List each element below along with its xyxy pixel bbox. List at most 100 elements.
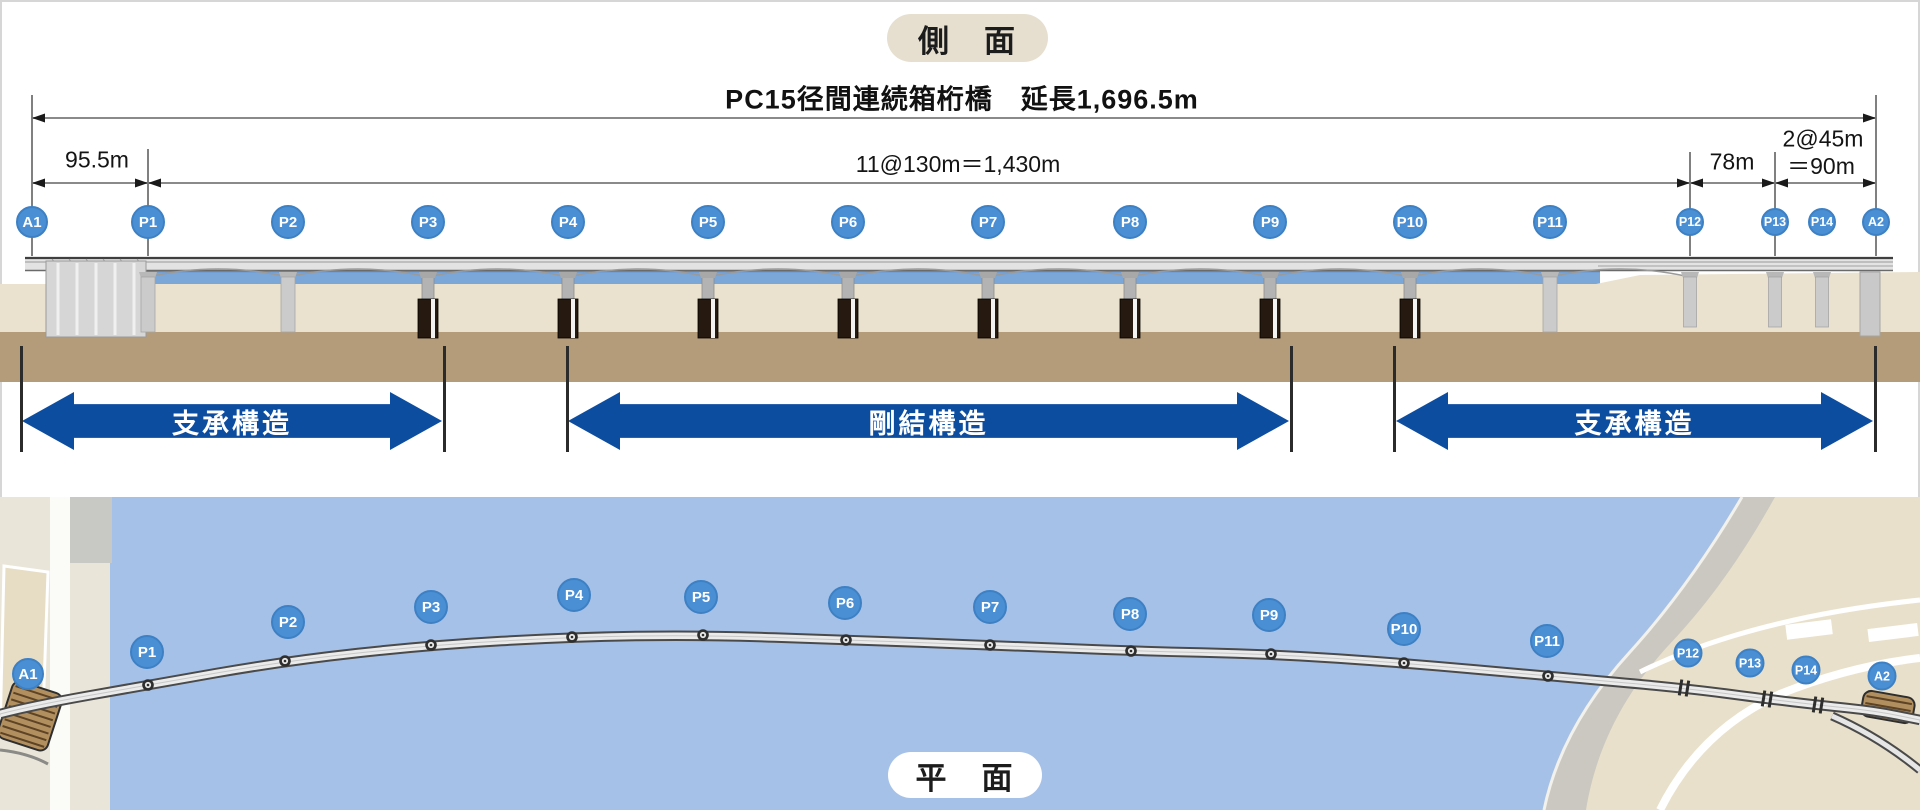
side-pier-label-P14: P14 [1808, 208, 1836, 236]
side-pier-label-P7: P7 [971, 205, 1005, 239]
dim-segment-0 [32, 178, 148, 188]
side-pier-P4 [557, 271, 579, 339]
plan-marker-P4 [566, 631, 578, 643]
side-ground-sand [0, 284, 1920, 333]
dim-label-3b: ＝90m [1787, 153, 1855, 179]
plan-pier-label-P2: P2 [271, 605, 305, 639]
side-pier-label-A1: A1 [16, 206, 48, 238]
plan-marker-P2 [279, 655, 291, 667]
plan-building-1 [1785, 619, 1833, 640]
plan-marker-P3 [425, 639, 437, 651]
side-haunch-span-4 [567, 268, 709, 278]
plan-deck-centerline [0, 635, 1920, 721]
plan-road-gray-left [70, 497, 112, 563]
side-pier-label-P10: P10 [1393, 205, 1427, 239]
side-pier-P12 [1681, 272, 1699, 328]
side-pier-label-P2: P2 [271, 205, 305, 239]
plan-building-2 [1867, 622, 1919, 642]
side-haunch-span-8 [1129, 268, 1271, 278]
plan-pier-label-P4: P4 [557, 578, 591, 612]
boundary-tick-5 [1874, 346, 1877, 452]
boundary-tick-2 [566, 346, 569, 452]
side-pier-label-P8: P8 [1113, 205, 1147, 239]
plan-marker-P9 [1265, 648, 1277, 660]
side-pier-A2 [1859, 271, 1881, 337]
plan-joint-P14 [1811, 696, 1825, 714]
plan-marker-P7 [984, 639, 996, 651]
plan-pier-label-P14: P14 [1791, 655, 1821, 685]
side-pier-P13 [1766, 272, 1784, 328]
side-pier-label-P1: P1 [131, 205, 165, 239]
dim-segment-1 [148, 178, 1690, 188]
side-pier-P1 [139, 272, 157, 333]
plan-marker-P1 [142, 679, 154, 691]
dim-label-2: 78m [1709, 148, 1755, 175]
side-pier-label-P3: P3 [411, 205, 445, 239]
side-pier-label-P13: P13 [1761, 208, 1789, 236]
side-haunch-span-11 [1549, 268, 1691, 278]
side-pier-label-P6: P6 [831, 205, 865, 239]
side-pier-P11 [1541, 272, 1559, 333]
boundary-tick-3 [1290, 346, 1293, 452]
plan-shore-edge-left [0, 748, 49, 766]
plan-marker-P11 [1542, 670, 1554, 682]
side-pier-P6 [837, 271, 859, 339]
plan-pier-label-P5: P5 [684, 580, 718, 614]
plan-pier-label-P12: P12 [1673, 638, 1703, 668]
side-haunch-span-6 [847, 268, 989, 278]
side-pier-P7 [977, 271, 999, 339]
side-pier-P3 [417, 271, 439, 339]
side-deck [25, 257, 1893, 271]
side-pier-P5 [697, 271, 719, 339]
side-haunch-span-1 [147, 268, 289, 278]
plan-road-white-left [50, 497, 70, 810]
plan-pier-label-P6: P6 [828, 586, 862, 620]
plan-marker-P5 [697, 629, 709, 641]
plan-pier-label-A1: A1 [12, 658, 44, 690]
side-haunch-span-9 [1269, 268, 1411, 278]
side-haunch-span-3 [427, 268, 569, 278]
dim-label-0: 95.5m [65, 146, 129, 173]
boundary-tick-0 [20, 346, 23, 452]
side-pier-P8 [1119, 271, 1141, 339]
dim-overall [32, 113, 1876, 123]
dim-label-1: 11@130m＝1,430m [855, 151, 1061, 177]
side-water [60, 271, 1600, 288]
plan-pier-label-P10: P10 [1387, 612, 1421, 646]
plan-road-white-right-1 [1638, 597, 1920, 675]
side-pier-label-P9: P9 [1253, 205, 1287, 239]
dim-segment-2 [1690, 178, 1775, 188]
side-view-badge: 側 面 [887, 14, 1048, 62]
side-pier-P2 [279, 272, 297, 333]
side-pier-A1 [45, 260, 147, 338]
side-haunch-span-5 [707, 268, 849, 278]
plan-pier-label-P3: P3 [414, 590, 448, 624]
plan-pier-label-P7: P7 [973, 590, 1007, 624]
side-ground-earth [0, 332, 1920, 382]
plan-pier-label-P13: P13 [1735, 648, 1765, 678]
dim-label-3: 2@45m [1782, 125, 1864, 152]
side-pier-label-P4: P4 [551, 205, 585, 239]
plan-joint-P13 [1760, 690, 1774, 708]
side-haunch-span-7 [987, 268, 1131, 278]
side-pier-P14 [1813, 272, 1831, 328]
side-pier-label-P12: P12 [1676, 208, 1704, 236]
plan-view-badge: 平 面 [888, 752, 1042, 798]
plan-pier-label-P1: P1 [130, 635, 164, 669]
plan-pier-label-A2: A2 [1867, 661, 1897, 691]
side-pier-label-A2: A2 [1862, 208, 1890, 236]
dim-segment-3 [1775, 178, 1876, 188]
side-pier-label-P5: P5 [691, 205, 725, 239]
side-pier-P9 [1259, 271, 1281, 339]
plan-joint-P12 [1677, 679, 1691, 697]
plan-marker-P6 [840, 634, 852, 646]
side-haunch-span-10 [1409, 268, 1551, 278]
side-haunch-span-2 [287, 268, 429, 278]
plan-pier-label-P11: P11 [1530, 624, 1564, 658]
plan-marker-P10 [1398, 657, 1410, 669]
plan-shore-edge-right [1542, 496, 1744, 810]
plan-pier-label-P9: P9 [1252, 598, 1286, 632]
boundary-tick-1 [443, 346, 446, 452]
